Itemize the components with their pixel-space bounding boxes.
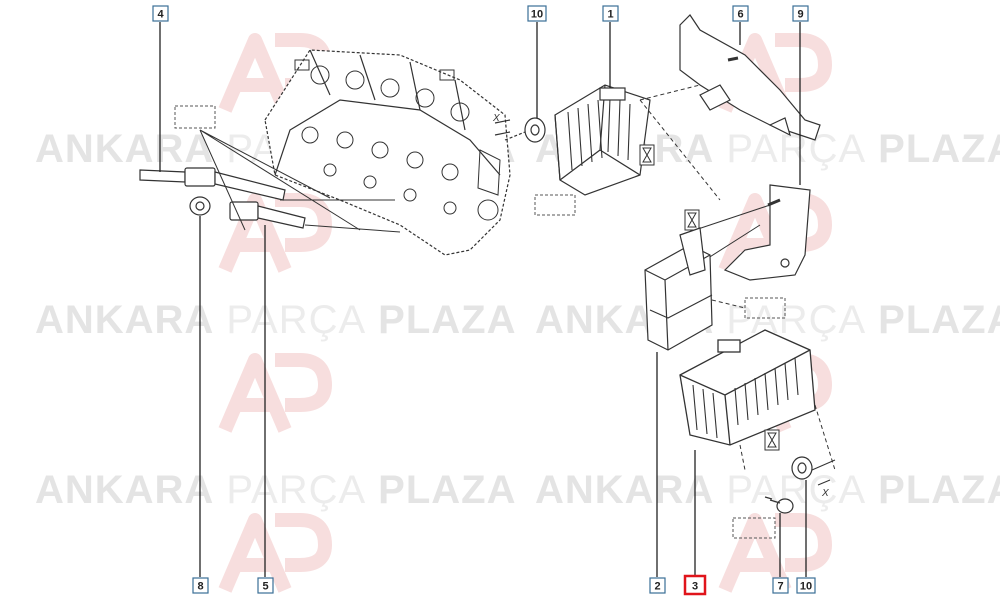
watermark-text: ANKARA PARÇA PLAZA ANKARA PARÇA PLAZA ANKARA… <box>35 127 1000 512</box>
wm-word-ankara: ANKARA <box>535 468 714 512</box>
callout-6: 6 <box>732 5 749 22</box>
wm-word-ankara: ANKARA <box>35 127 214 171</box>
glow-plug-nut <box>189 196 211 216</box>
hourglass-icon <box>684 209 700 231</box>
bolt-7 <box>764 496 794 514</box>
wm-word-plaza: PLAZA <box>878 127 1000 171</box>
svg-text:10: 10 <box>531 9 543 21</box>
nut-10-lower <box>791 456 813 480</box>
svg-text:7: 7 <box>777 581 783 593</box>
callout-5: 5 <box>257 577 274 594</box>
callout-2: 2 <box>649 577 666 594</box>
torque-mark-lower: X <box>821 488 829 499</box>
wm-word-parca: PARÇA <box>726 127 866 171</box>
callout-8: 8 <box>192 577 209 594</box>
wm-word-ankara: ANKARA <box>35 298 214 342</box>
svg-text:8: 8 <box>197 581 203 593</box>
svg-text:5: 5 <box>262 581 268 593</box>
svg-text:4: 4 <box>157 9 164 21</box>
mounting-bracket-lower <box>723 184 811 281</box>
wm-word-plaza: PLAZA <box>878 298 1000 342</box>
engine-cylinder-head <box>264 49 511 256</box>
wm-word-plaza: PLAZA <box>378 298 516 342</box>
control-unit-leader-lines <box>739 404 836 471</box>
callout-9: 9 <box>792 5 809 22</box>
reference-box-housing <box>744 297 786 319</box>
callout-10-top: 10 <box>527 5 547 22</box>
callout-4: 4 <box>152 5 169 22</box>
svg-text:9: 9 <box>797 9 803 21</box>
callout-10-bottom: 10 <box>796 577 816 594</box>
glow-plug-long <box>139 167 286 201</box>
mounting-bracket-upper <box>679 14 821 141</box>
wm-word-plaza: PLAZA <box>878 468 1000 512</box>
wm-word-parca: PARÇA <box>226 468 366 512</box>
preheating-relay-unit <box>554 84 651 196</box>
svg-text:10: 10 <box>800 581 812 593</box>
callout-leader-lines <box>159 22 807 577</box>
hourglass-icon <box>764 429 780 451</box>
wm-word-parca: PARÇA <box>226 298 366 342</box>
watermark: ANKARA PARÇA PLAZA ANKARA PARÇA PLAZA ANKARA… <box>35 33 1000 593</box>
glow-plug-short <box>229 201 306 229</box>
callout-3-highlighted: 3 <box>683 574 707 596</box>
svg-text:2: 2 <box>654 581 660 593</box>
reference-box-relay <box>534 194 576 216</box>
torque-mark-top: X <box>492 113 500 124</box>
nut-10-top <box>494 117 546 143</box>
callout-7: 7 <box>772 577 789 594</box>
wm-word-parca: PARÇA <box>726 298 866 342</box>
hourglass-icon <box>639 144 655 166</box>
wm-word-plaza: PLAZA <box>378 468 516 512</box>
svg-text:6: 6 <box>737 9 743 21</box>
relay-leader-lines <box>639 84 721 201</box>
glow-control-unit <box>679 329 816 446</box>
reference-box-plugs <box>174 105 216 129</box>
wm-word-ankara: ANKARA <box>35 468 214 512</box>
reference-box-bolt <box>732 517 776 539</box>
plug-leader-lines <box>199 129 401 233</box>
relay-housing <box>644 227 713 351</box>
svg-text:1: 1 <box>607 9 613 21</box>
callout-1: 1 <box>602 5 619 22</box>
svg-text:3: 3 <box>692 581 698 593</box>
